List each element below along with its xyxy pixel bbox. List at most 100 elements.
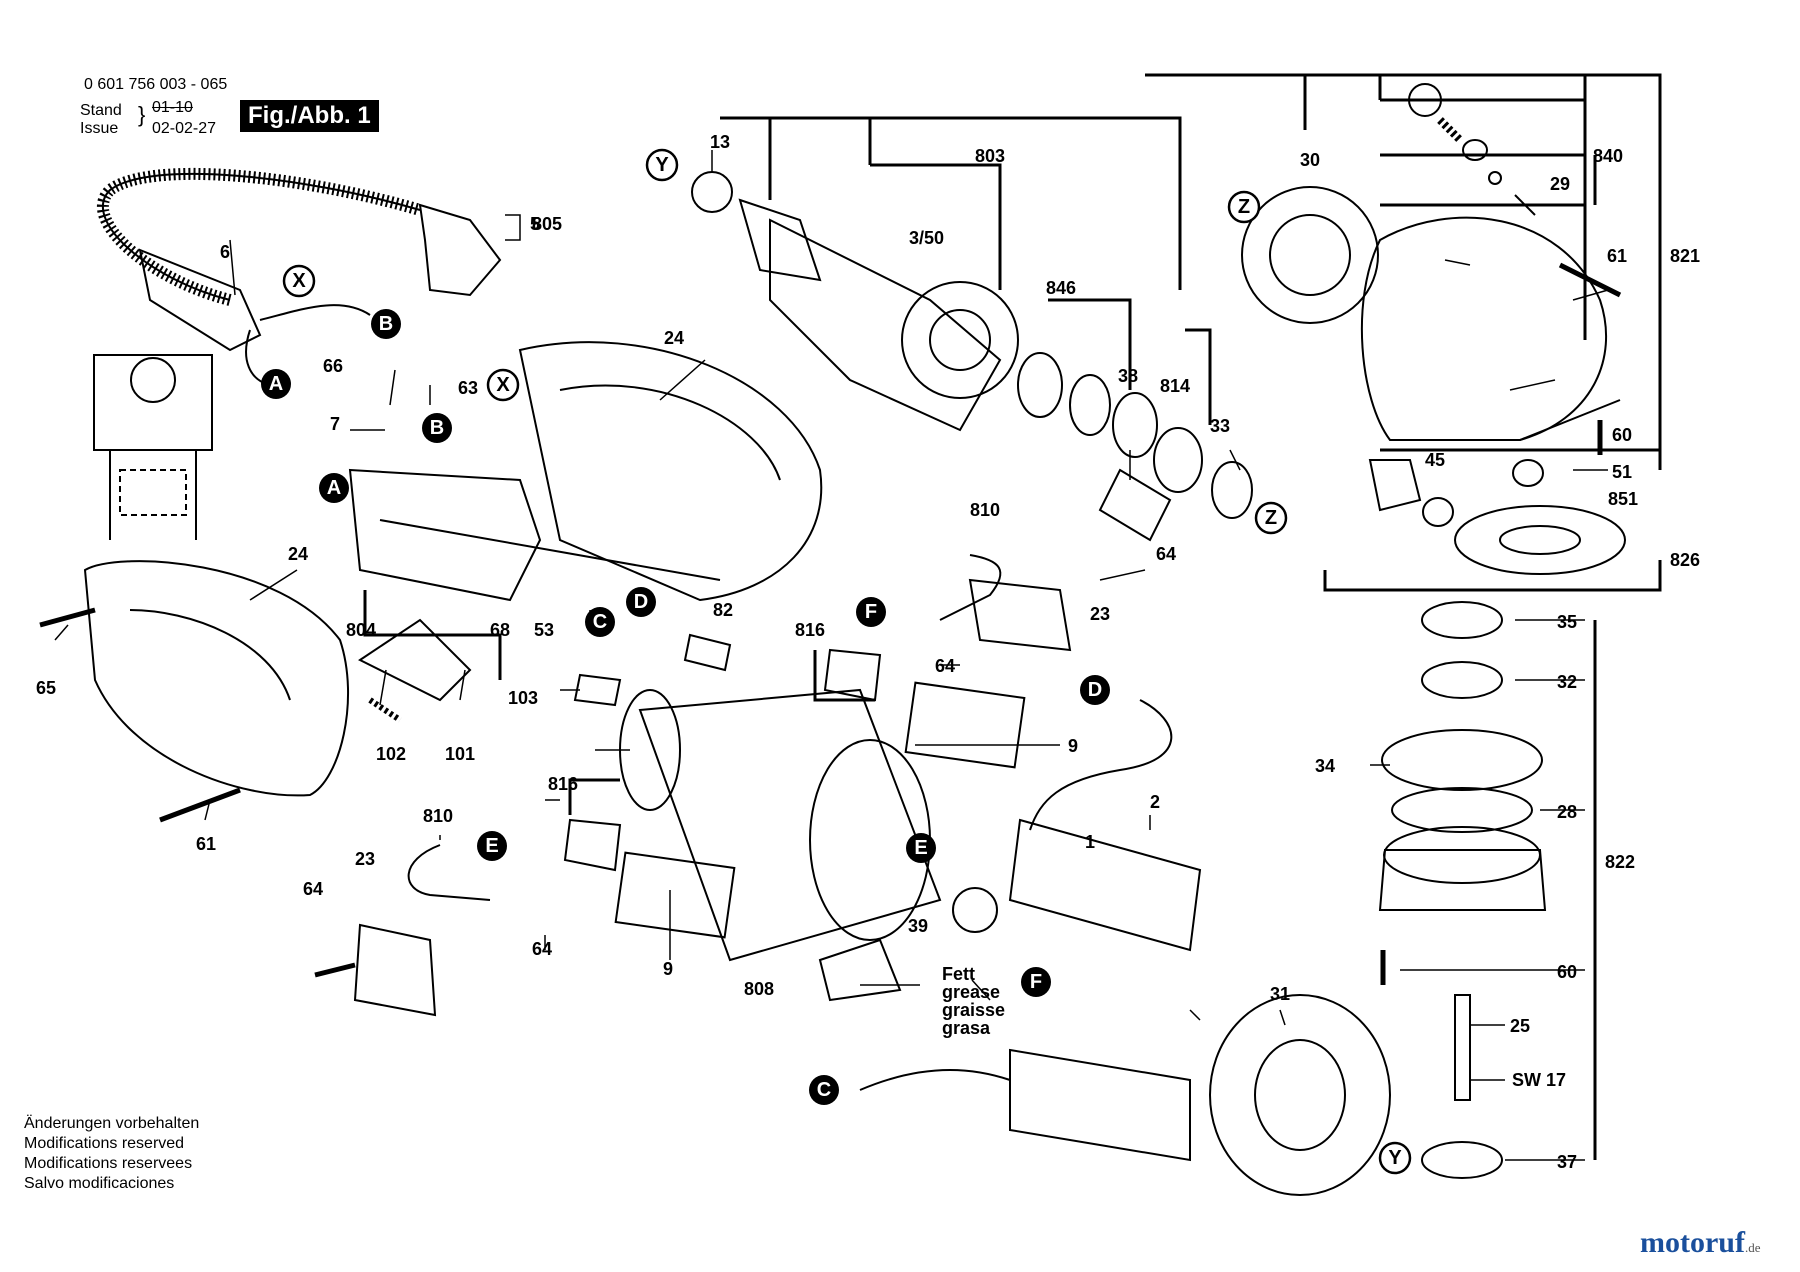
part-label: 37 xyxy=(1557,1152,1577,1172)
part-label: 1 xyxy=(1085,832,1095,852)
cord-grip xyxy=(138,248,262,352)
connector-marker-a xyxy=(319,473,349,503)
screw-61-top xyxy=(1558,262,1622,298)
plug-body xyxy=(418,203,502,297)
label-808 xyxy=(818,938,902,1002)
part-label: 851 xyxy=(1608,489,1638,509)
part-label: 846 xyxy=(1046,278,1076,298)
part-label: 822 xyxy=(1605,852,1635,872)
part-label: 7 xyxy=(330,414,340,434)
bearing-33 xyxy=(1211,461,1253,519)
seal-32 xyxy=(1421,661,1503,699)
part-labels: 1 2 3/50 5 6 7 9 9 13 23 23 24 24 25 28 … xyxy=(36,132,1700,1172)
part-label: 60 xyxy=(1612,425,1632,445)
connector-letter: B xyxy=(430,417,444,439)
part-label: 68 xyxy=(490,620,510,640)
carbon-brush-82 xyxy=(683,633,732,672)
connector-letter: A xyxy=(269,373,283,395)
motor-housing-1 xyxy=(638,688,942,962)
part-label: 63 xyxy=(458,378,478,398)
part-label: 38 xyxy=(1118,366,1138,386)
part-label: 9 xyxy=(663,959,673,979)
cover-23-bottom xyxy=(353,923,437,1017)
issue-value: 02-02-27 xyxy=(152,120,217,137)
connector-letter: E xyxy=(485,835,498,857)
connector-letter: D xyxy=(634,591,648,613)
armature-fan-hub xyxy=(929,309,991,371)
part-label: 45 xyxy=(1425,450,1445,470)
part-label: 6 xyxy=(220,242,230,262)
brush-103 xyxy=(573,673,622,707)
bearing-45 xyxy=(1422,497,1454,527)
part-label: 24 xyxy=(664,328,684,348)
footer-line: Modifications reserved xyxy=(24,1135,185,1152)
armature-fan xyxy=(901,281,1019,399)
ring-846 xyxy=(1112,392,1158,458)
grease-note: Fett grease graisse grasa xyxy=(942,964,1005,1038)
part-label: 64 xyxy=(1156,544,1176,564)
connector-letter: Y xyxy=(1388,1147,1402,1169)
lock-lever xyxy=(358,618,472,702)
solid-connector-markers: A A B B C C D D E E F F xyxy=(261,309,1110,1105)
brush-holder-816-bottom xyxy=(563,818,622,872)
part-label: 65 xyxy=(36,678,56,698)
part-label: 816 xyxy=(548,774,578,794)
connector-marker-x xyxy=(486,368,520,402)
footer-line: Modifications reservees xyxy=(24,1155,193,1172)
gear-housing-nose xyxy=(1519,399,1621,441)
connector-letter: D xyxy=(1088,679,1102,701)
part-label: 30 xyxy=(1300,150,1320,170)
part-label: 840 xyxy=(1593,146,1623,166)
outline-connector-markers xyxy=(282,148,1412,1175)
flange-822 xyxy=(1378,849,1547,911)
part-label: 51 xyxy=(1612,462,1632,482)
connector-letter: F xyxy=(865,601,877,623)
brush-holder-64 xyxy=(1098,468,1172,542)
part-label: 35 xyxy=(1557,612,1577,632)
watermark-logo: motoruf.de xyxy=(1640,1226,1761,1260)
schematic-leads xyxy=(109,450,197,540)
screw-61-bottom xyxy=(159,787,241,823)
ball-bearing-39 xyxy=(952,887,998,933)
part-label: 53 xyxy=(534,620,554,640)
part-label: 23 xyxy=(1090,604,1110,624)
label-plate-9-top xyxy=(904,681,1026,769)
crown-gear-826 xyxy=(1454,505,1626,575)
stand-label: Stand xyxy=(80,102,122,119)
leader-lines xyxy=(54,150,1609,1161)
part-label: 32 xyxy=(1557,672,1577,692)
spindle-lock-spring xyxy=(1437,117,1463,143)
screw-64-bottom xyxy=(314,962,356,978)
housing-left-grip xyxy=(129,609,291,701)
part-label: 24 xyxy=(288,544,308,564)
footer-notes: Änderungen vorbehalten Modifications res… xyxy=(24,1114,199,1194)
connector-marker-d xyxy=(1080,675,1110,705)
screw-65 xyxy=(39,607,96,628)
housing-right-inner xyxy=(559,384,781,481)
grease-line: graisse xyxy=(942,1000,1005,1020)
connector-marker-z xyxy=(1254,501,1288,535)
connector-letter: F xyxy=(1030,971,1042,993)
part-label: 808 xyxy=(744,979,774,999)
issue-label: Issue xyxy=(80,120,119,137)
part-label: 826 xyxy=(1670,550,1700,570)
spindle-25 xyxy=(1454,994,1471,1101)
power-cord-cable xyxy=(97,167,422,306)
fan-baffle-31-inner xyxy=(1254,1039,1346,1151)
watermark-domain: .de xyxy=(1744,1240,1761,1255)
flange-822-top xyxy=(1383,826,1541,884)
connector-letter: E xyxy=(914,837,927,859)
pinion-gear xyxy=(1368,459,1422,512)
connector-marker-e xyxy=(906,833,936,863)
part-label: 814 xyxy=(1160,376,1190,396)
switch-bar xyxy=(379,519,721,581)
part-label: 64 xyxy=(303,879,323,899)
lever-spring xyxy=(368,697,402,723)
connector-letter: Z xyxy=(1265,507,1277,529)
connector-marker-b xyxy=(371,309,401,339)
part-label: 3/50 xyxy=(909,228,944,248)
connector-letter: C xyxy=(593,611,607,633)
connector-letter: X xyxy=(496,374,510,396)
